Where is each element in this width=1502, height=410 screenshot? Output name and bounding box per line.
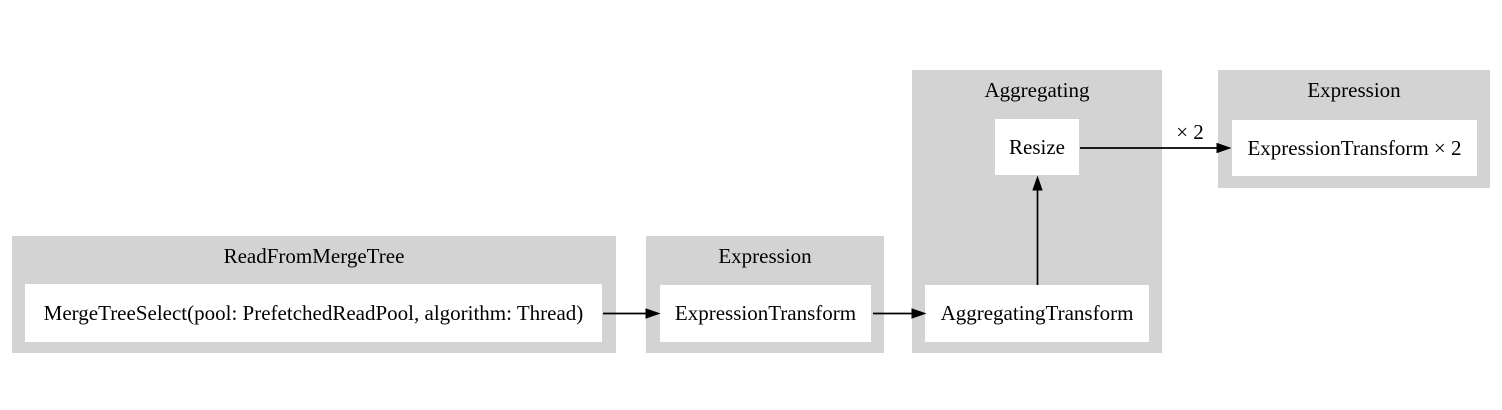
cluster-title-readfrommergetree: ReadFromMergeTree: [223, 244, 405, 268]
node-expressiontransform-x2: ExpressionTransform × 2: [1232, 120, 1477, 176]
edge-label-x2: × 2: [1176, 120, 1204, 144]
cluster-title-expression-1: Expression: [718, 244, 812, 268]
cluster-aggregating: Aggregating Resize AggregatingTransform: [912, 70, 1162, 353]
node-resize: Resize: [995, 119, 1079, 175]
node-mergetreeselect: MergeTreeSelect(pool: PrefetchedReadPool…: [25, 284, 602, 342]
cluster-expression-2: Expression ExpressionTransform × 2: [1218, 70, 1490, 188]
cluster-title-expression-2: Expression: [1307, 78, 1401, 102]
cluster-readfrommergetree: ReadFromMergeTree MergeTreeSelect(pool: …: [12, 236, 616, 353]
cluster-expression-1: Expression ExpressionTransform: [646, 236, 884, 353]
cluster-title-aggregating: Aggregating: [984, 78, 1090, 102]
node-expressiontransform: ExpressionTransform: [660, 285, 871, 342]
node-aggregatingtransform: AggregatingTransform: [925, 285, 1149, 342]
